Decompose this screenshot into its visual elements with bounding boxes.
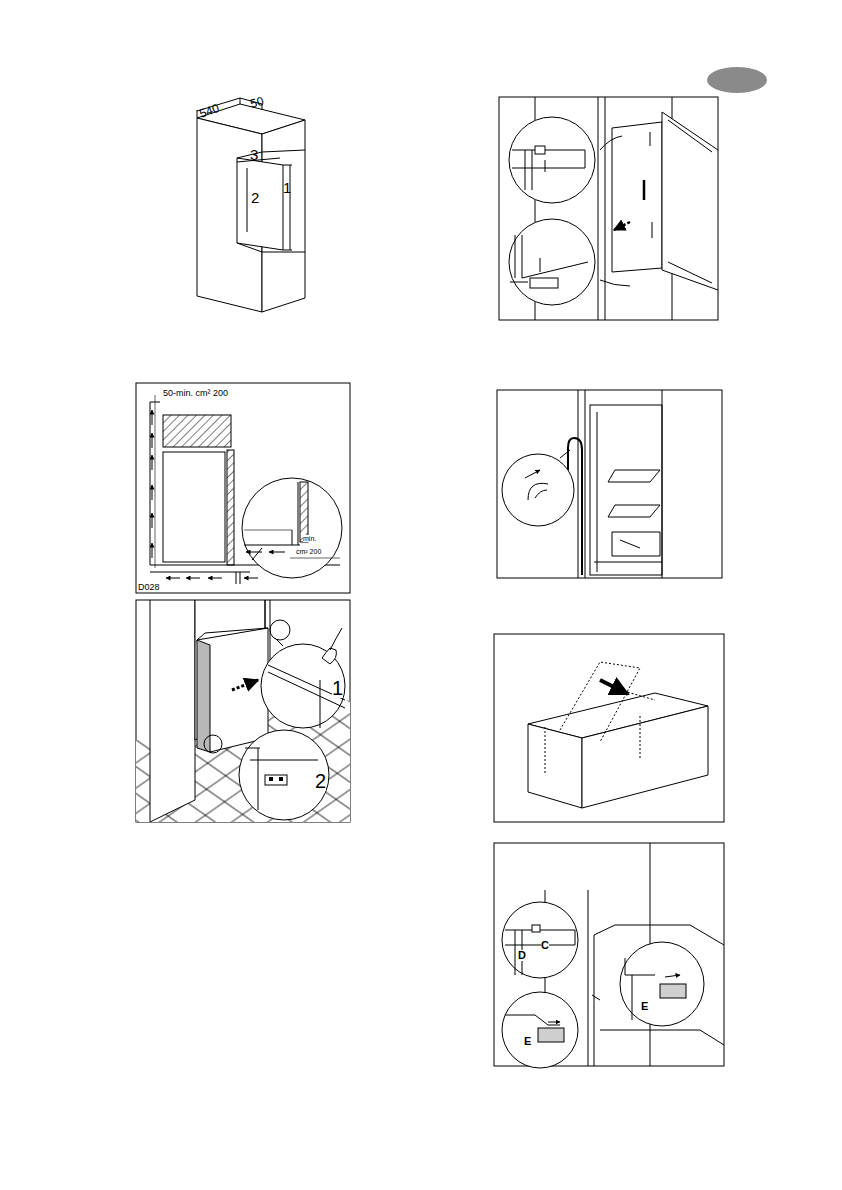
insertion-figure — [136, 600, 350, 822]
ventilation-note: min. — [303, 535, 316, 542]
ventilation-note: cm² 200 — [296, 548, 321, 555]
ventilation-note: 50-min. cm² 200 — [163, 389, 228, 398]
page-tab — [707, 67, 767, 93]
cover-strip-figure — [497, 390, 722, 578]
figure-code: D028 — [138, 583, 160, 592]
cover-caps-figure — [494, 843, 724, 1068]
door-fixing-figure — [499, 97, 718, 320]
callout-label: E — [641, 1001, 648, 1012]
callout-label: 3 — [250, 147, 258, 162]
callout-label: D — [518, 950, 526, 961]
callout-label: 50 — [249, 95, 265, 110]
box-figure — [494, 634, 724, 822]
callout-label: C — [541, 940, 549, 951]
callout-label: 1 — [332, 678, 343, 698]
callout-label: 2 — [315, 771, 326, 791]
callout-label: 1 — [283, 180, 291, 195]
cabinet-figure — [197, 98, 305, 312]
callout-label: 2 — [251, 190, 259, 205]
callout-label: E — [524, 1036, 531, 1047]
ventilation-figure — [136, 383, 350, 593]
